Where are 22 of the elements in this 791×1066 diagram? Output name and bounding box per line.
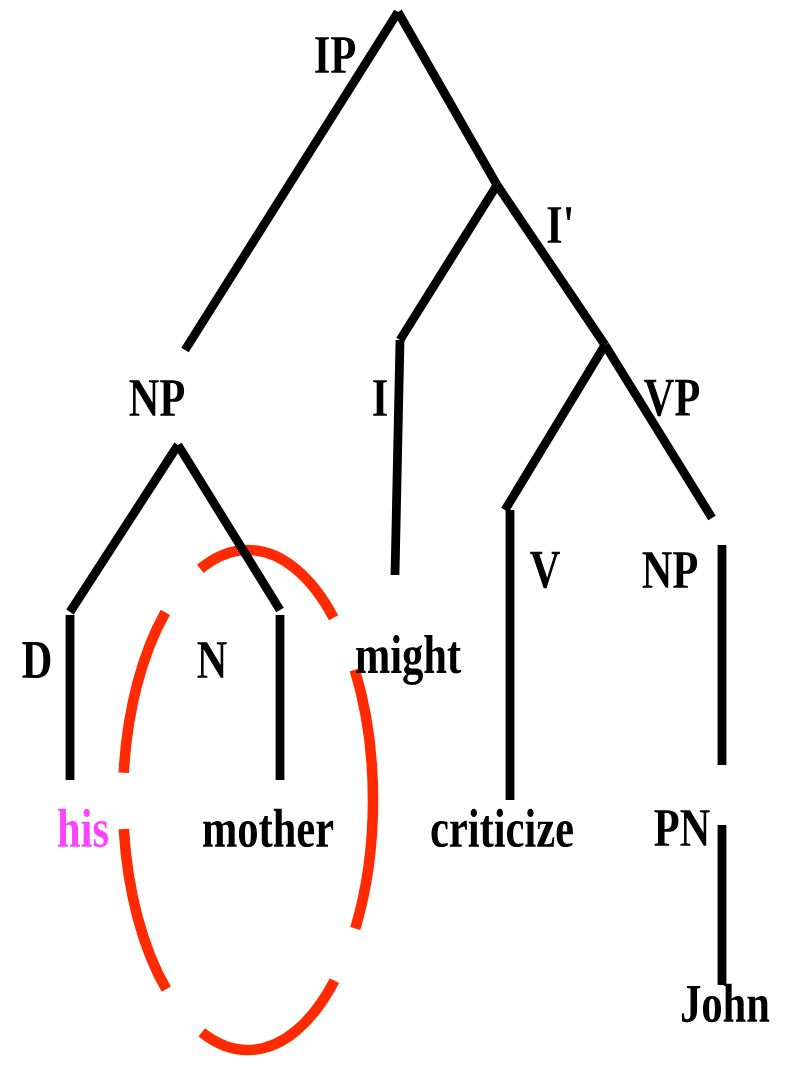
- tree-branch: [717, 825, 727, 985]
- tree-branch: [65, 615, 75, 780]
- tree-label: might: [356, 635, 461, 685]
- tree-label: NP: [642, 552, 698, 588]
- tree-label: IP: [315, 37, 356, 73]
- tree-label: V: [530, 551, 560, 589]
- tree-branch: [390, 339, 405, 576]
- tree-label: NP: [129, 380, 185, 416]
- tree-label: I: [373, 380, 387, 416]
- tree-label: D: [22, 642, 51, 678]
- tree-label: his: [58, 808, 108, 848]
- tree-branch: [275, 615, 285, 780]
- tree-branch: [505, 510, 515, 800]
- tree-branch: [394, 9, 501, 188]
- tree-label: I': [547, 207, 572, 243]
- tree-label: criticize: [431, 808, 573, 848]
- tree-label: mother: [203, 808, 334, 848]
- tree-label: John: [682, 983, 770, 1023]
- tree-label: N: [197, 642, 227, 678]
- tree-label: PN: [654, 810, 710, 846]
- tree-label: VP: [644, 379, 700, 417]
- tree-branch: [717, 545, 727, 765]
